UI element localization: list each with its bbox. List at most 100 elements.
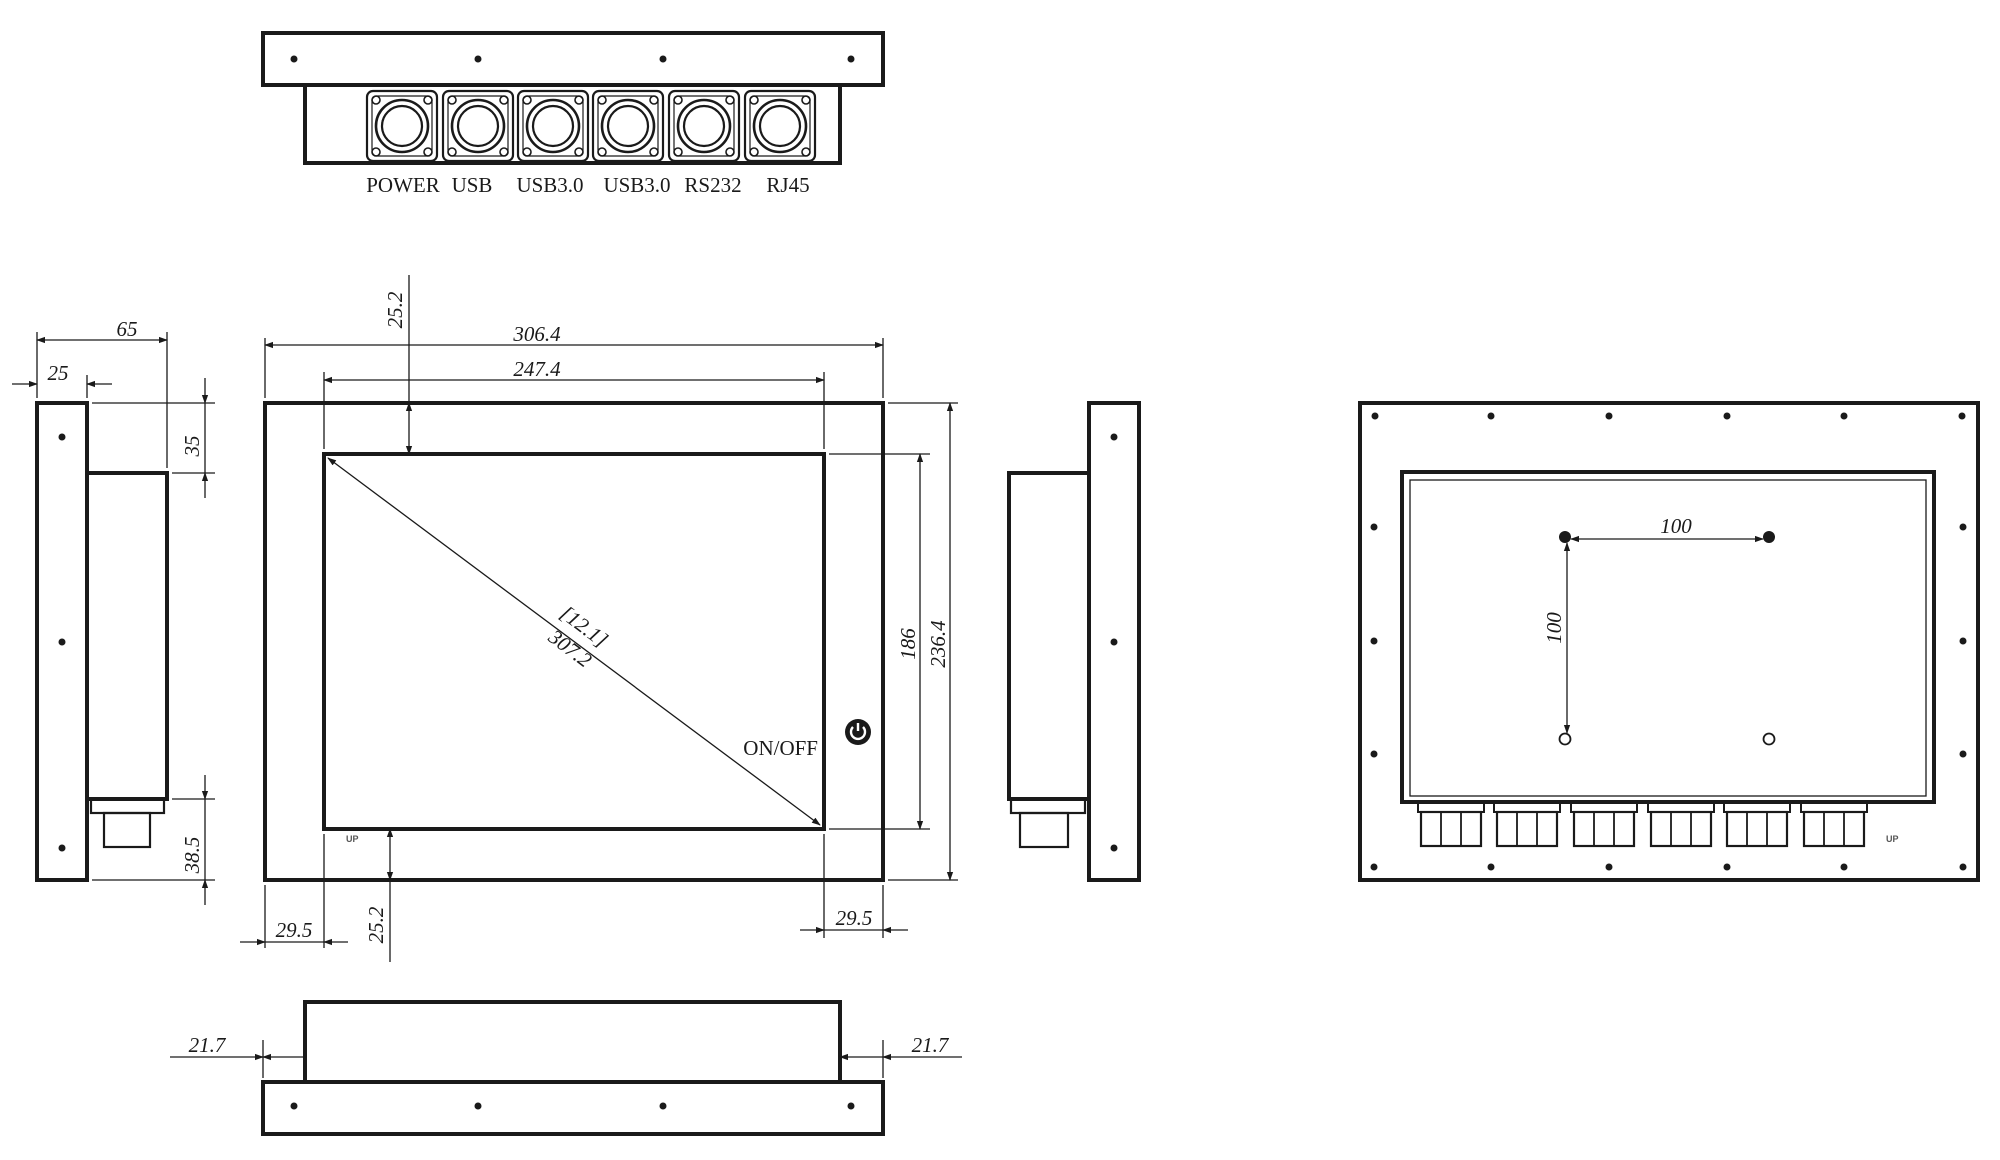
screw-hole (290, 55, 298, 63)
screw-hole (1370, 863, 1378, 871)
screw-hole (1487, 412, 1495, 420)
screw-hole (847, 55, 855, 63)
screw-hole (58, 844, 66, 852)
back-bezel (1358, 401, 1980, 882)
screw-hole (1959, 750, 1967, 758)
top-view-housing (303, 85, 842, 165)
left-side-view: 65 25 35 38.5 (12, 317, 215, 905)
dim-side-depth-bezel: 25 (48, 361, 69, 385)
screw-hole (1370, 637, 1378, 645)
up-marker-front: UP (346, 834, 359, 844)
dim-vesa-horizontal: 100 (1660, 514, 1692, 538)
port-connector (743, 89, 817, 163)
screw-hole (1605, 412, 1613, 420)
back-connector (1723, 801, 1791, 848)
dim-bottom-offset-right: 21.7 (912, 1033, 950, 1057)
dim-screen-width: 247.4 (513, 357, 561, 381)
vesa-hole (1762, 732, 1776, 746)
port-label-rs232: RS232 (684, 173, 741, 197)
screw-hole (1958, 412, 1966, 420)
up-marker-back: UP (1886, 834, 1899, 844)
dim-left-border: 29.5 (276, 918, 313, 942)
bottom-view: 21.7 21.7 (170, 1000, 962, 1136)
port-label-rj45: RJ45 (766, 173, 809, 197)
back-screw-hole-group (1370, 412, 1967, 871)
screw-hole (1959, 637, 1967, 645)
left-side-housing (85, 471, 169, 801)
right-side-view (1007, 401, 1141, 882)
back-connector (1493, 801, 1561, 848)
back-connector (1570, 801, 1638, 848)
port-label-power: POWER (366, 173, 440, 197)
port-label-usb3-a: USB3.0 (516, 173, 583, 197)
right-side-housing (1007, 471, 1091, 801)
screw-hole (1605, 863, 1613, 871)
front-view: [12.1] 307.2 ON/OFF UP 306.4 247.4 25.2 … (240, 275, 958, 962)
port-label-usb: USB (452, 173, 493, 197)
dim-right-border: 29.5 (836, 906, 873, 930)
screw-hole (1723, 412, 1731, 420)
vesa-hole (1558, 732, 1572, 746)
back-housing-inner (1409, 479, 1927, 797)
port-connector (365, 89, 439, 163)
dim-bottom-offset-left: 21.7 (189, 1033, 227, 1057)
power-icon (849, 726, 867, 741)
dim-top-border: 25.2 (383, 291, 407, 328)
screw-hole (1110, 433, 1118, 441)
screw-hole (1110, 844, 1118, 852)
screw-hole (1371, 412, 1379, 420)
dim-side-top-offset: 35 (180, 436, 204, 458)
screw-hole (1723, 863, 1731, 871)
dim-side-bottom-offset: 38.5 (180, 837, 204, 875)
screw-hole (1370, 523, 1378, 531)
power-button (845, 719, 871, 745)
top-view-bezel (261, 31, 885, 87)
dim-side-depth-total: 65 (117, 317, 138, 341)
screw-hole (847, 1102, 855, 1110)
vesa-hole (1763, 531, 1775, 543)
dim-screen-height: 186 (896, 628, 920, 660)
screw-hole (290, 1102, 298, 1110)
left-side-connector-body (102, 811, 152, 849)
right-side-connector (1009, 797, 1087, 815)
back-connector-group (1417, 801, 1868, 848)
port-connector (591, 89, 665, 163)
screw-hole (1487, 863, 1495, 871)
screw-hole (474, 1102, 482, 1110)
bottom-view-bezel (261, 1080, 885, 1136)
port-connector (516, 89, 590, 163)
screw-hole (1370, 750, 1378, 758)
screw-hole (1959, 523, 1967, 531)
front-bezel (263, 401, 885, 882)
back-view: 100 100 UP (1358, 401, 1980, 882)
port-connector (667, 89, 741, 163)
screw-hole (659, 1102, 667, 1110)
right-side-connector-body (1018, 811, 1070, 849)
vesa-hole (1559, 531, 1571, 543)
port-label-usb3-b: USB3.0 (603, 173, 670, 197)
bottom-view-housing (303, 1000, 842, 1084)
back-connector (1647, 801, 1715, 848)
port-connector (441, 89, 515, 163)
screw-hole (1110, 638, 1118, 646)
display-area (322, 452, 826, 831)
dim-overall-width: 306.4 (512, 322, 561, 346)
dim-line-diagonal (327, 457, 821, 826)
screw-hole (58, 433, 66, 441)
back-connector (1800, 801, 1868, 848)
screw-hole (1840, 412, 1848, 420)
dim-bottom-border: 25.2 (364, 906, 388, 943)
dim-vesa-vertical: 100 (1542, 612, 1566, 644)
left-side-connector (89, 797, 166, 815)
screw-hole (1959, 863, 1967, 871)
top-view: POWER USB USB3.0 USB3.0 RS232 RJ45 (261, 31, 885, 197)
screw-hole (58, 638, 66, 646)
screw-hole (659, 55, 667, 63)
dim-overall-height: 236.4 (926, 620, 950, 668)
port-connector-group (365, 89, 817, 163)
back-connector (1417, 801, 1485, 848)
screw-hole (1840, 863, 1848, 871)
power-switch-label: ON/OFF (743, 736, 818, 760)
screw-hole (474, 55, 482, 63)
